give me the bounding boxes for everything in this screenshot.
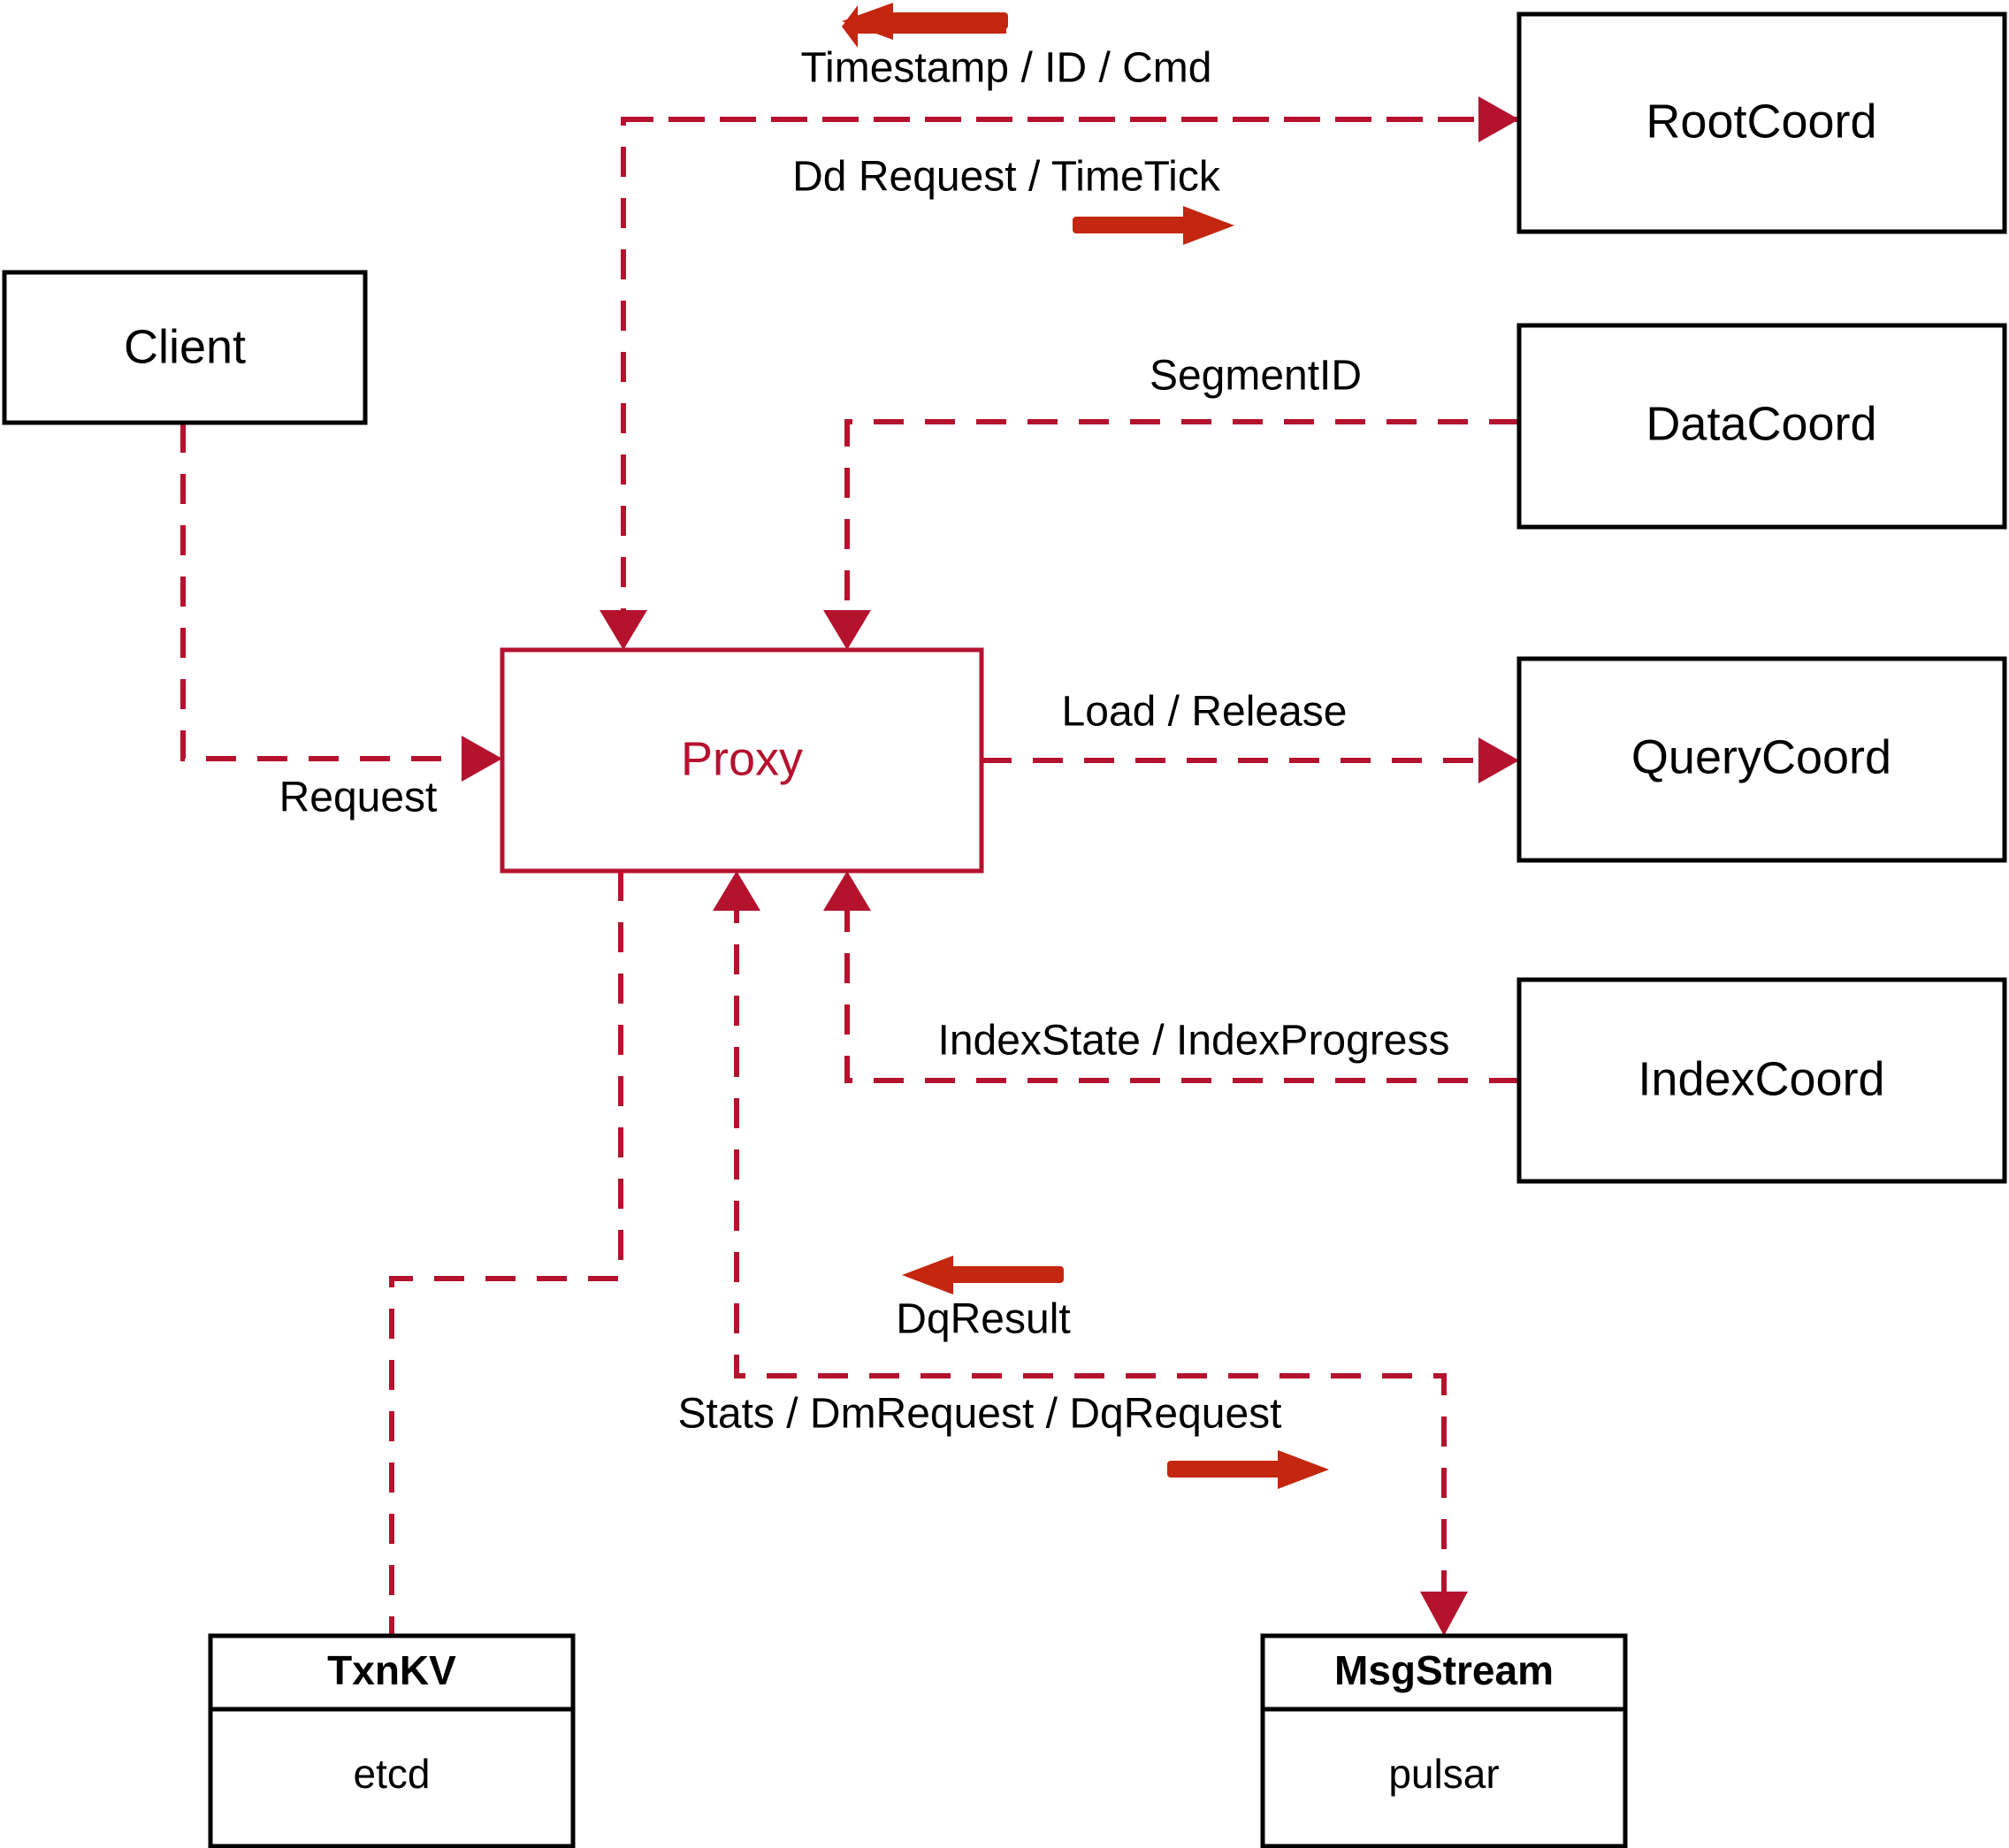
node-client-label: Client (124, 320, 246, 373)
edge-proxy-txnkv (389, 871, 623, 1636)
edge-label-stats-dmrequest-dqrequest: Stats / DmRequest / DqRequest (678, 1391, 1282, 1438)
node-indexcoord[interactable]: IndexCoord (1516, 977, 2007, 1184)
node-msgstream-impl: pulsar (1388, 1751, 1499, 1797)
arrowhead-to-msgstream (1420, 1592, 1468, 1636)
node-datacoord[interactable]: DataCoord (1516, 323, 2007, 530)
node-msgstream[interactable]: MsgStream pulsar (1260, 1633, 1628, 1848)
arrowhead-to-proxy-top-right (823, 610, 871, 650)
edge-request (180, 423, 502, 782)
arrowhead-to-querycoord (1478, 737, 1519, 783)
edge-msgstream-proxy (713, 871, 1468, 1636)
edge-load-release (982, 737, 1519, 783)
edge-segment-id (823, 419, 1519, 650)
node-rootcoord-label: RootCoord (1646, 95, 1876, 148)
edge-label-load-release: Load / Release (1062, 689, 1348, 736)
edge-label-dd-request-timetick: Dd Request / TimeTick (792, 154, 1221, 201)
solid-arrow-left-dqresult (902, 1256, 1064, 1294)
node-rootcoord[interactable]: RootCoord (1516, 11, 2007, 234)
node-txnkv[interactable]: TxnKV etcd (208, 1633, 576, 1848)
arrowhead-to-proxy-top-left (600, 610, 647, 650)
node-indexcoord-label: IndexCoord (1638, 1052, 1884, 1105)
arrowhead-to-proxy-bottom-center (713, 871, 760, 911)
node-client[interactable]: Client (2, 270, 368, 425)
edge-label-request: Request (279, 775, 438, 821)
edge-label-index-state-progress: IndexState / IndexProgress (938, 1018, 1450, 1065)
edge-index-state-progress (823, 871, 1519, 1083)
node-txnkv-impl: etcd (354, 1751, 431, 1797)
solid-arrow-left-timestamp (842, 3, 1008, 48)
edge-dd-request-timetick (623, 96, 1519, 142)
solid-arrow-right-dmrequest (1167, 1450, 1329, 1489)
edge-label-timestamp-id-cmd: Timestamp / ID / Cmd (801, 45, 1212, 92)
node-msgstream-title: MsgStream (1334, 1647, 1554, 1693)
node-proxy[interactable]: Proxy (500, 647, 984, 874)
node-querycoord[interactable]: QueryCoord (1516, 656, 2007, 863)
edge-label-dq-result: DqResult (896, 1296, 1070, 1343)
edge-label-segment-id: SegmentID (1150, 353, 1362, 400)
arrowhead-to-proxy-left (462, 736, 502, 782)
node-querycoord-label: QueryCoord (1631, 730, 1891, 783)
node-txnkv-title: TxnKV (327, 1647, 456, 1693)
node-datacoord-label: DataCoord (1646, 397, 1876, 450)
solid-arrow-right-ddrequest (1073, 206, 1234, 245)
arrowhead-to-rootcoord (1478, 96, 1519, 142)
node-proxy-label: Proxy (681, 732, 803, 785)
arrowhead-to-proxy-bottom-right (823, 871, 871, 911)
